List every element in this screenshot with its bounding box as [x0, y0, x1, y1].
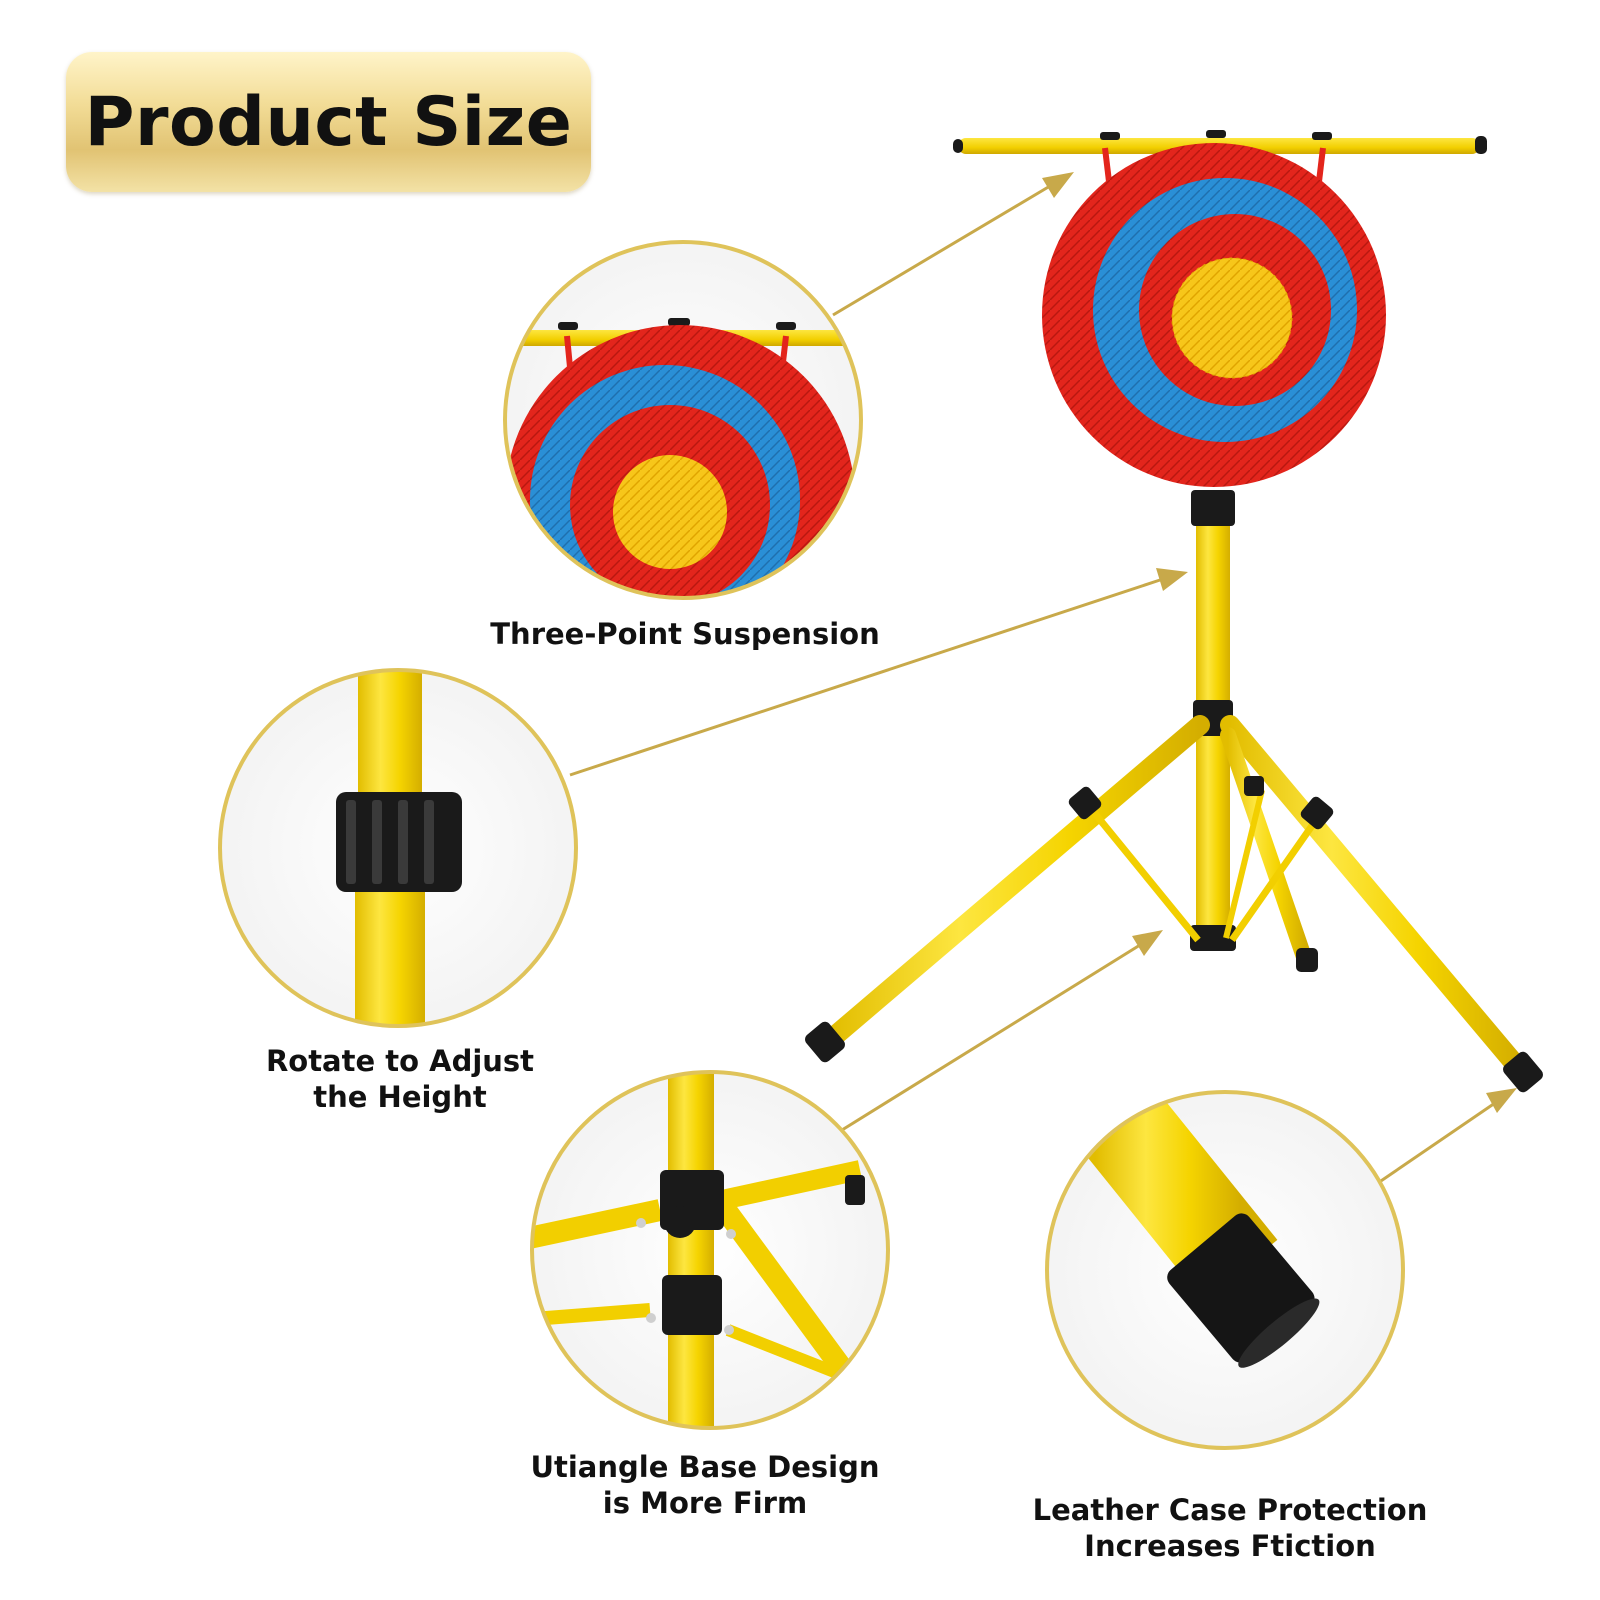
- bar-screw-left: [1100, 132, 1120, 140]
- caption-base: Utiangle Base Design is More Firm: [530, 1449, 880, 1521]
- pole-top-collar: [1191, 490, 1235, 526]
- caption-base-line-2: is More Firm: [602, 1486, 808, 1520]
- rope-target-face: [1042, 143, 1386, 487]
- brace-back: [1223, 789, 1265, 939]
- bar-screw-right: [1312, 132, 1332, 140]
- bar-end-cap-left: [953, 139, 963, 153]
- arrowhead-height: [1156, 568, 1188, 591]
- caption-suspension: Three-Point Suspension: [480, 616, 890, 652]
- detail-ring-leather: [1045, 1090, 1405, 1450]
- product-size-badge: Product Size: [66, 52, 591, 192]
- tripod-leg-back: [1220, 727, 1313, 968]
- target-stand-product: [805, 130, 1543, 1093]
- callout-arrows: [569, 172, 1517, 1187]
- detail-circle-leather: [1045, 1090, 1405, 1450]
- arrow-leather: [1374, 1101, 1496, 1187]
- caption-suspension-line-1: Three-Point Suspension: [490, 617, 880, 651]
- foot-cap-back: [1296, 948, 1318, 972]
- brace-right: [1229, 817, 1319, 943]
- detail-circle-suspension: [503, 240, 863, 600]
- caption-height-line-2: the Height: [313, 1080, 487, 1114]
- tripod-leg-left: [820, 715, 1210, 1050]
- base-lower-clamp: [662, 1275, 722, 1335]
- joint-right: [1300, 796, 1334, 830]
- caption-leather-line-1: Leather Case Protection: [1032, 1493, 1428, 1527]
- tripod-leg-right: [1220, 715, 1530, 1080]
- caption-height-line-1: Rotate to Adjust: [265, 1044, 535, 1078]
- brace-left: [1089, 807, 1201, 943]
- detail-circle-height: [218, 668, 578, 1028]
- arrowhead-leather: [1486, 1088, 1517, 1113]
- arrowhead-suspension: [1042, 172, 1074, 198]
- caption-height: Rotate to Adjust the Height: [250, 1043, 550, 1115]
- caption-leather: Leather Case Protection Increases Fticti…: [1030, 1492, 1430, 1564]
- detail-ring-height: [218, 668, 578, 1028]
- bar-screw-center: [1206, 130, 1226, 138]
- detail-ring-suspension: [503, 240, 863, 600]
- bar-end-cap-right: [1475, 136, 1487, 154]
- arrowhead-base: [1132, 930, 1163, 956]
- arrow-height: [569, 578, 1161, 777]
- leather-foot-cap: [1167, 1213, 1320, 1368]
- arrow-base: [841, 943, 1141, 1132]
- joint-left: [1068, 786, 1102, 820]
- detail-ring-base: [530, 1070, 890, 1430]
- joint-back: [1244, 776, 1264, 796]
- caption-leather-line-2: Increases Ftiction: [1084, 1529, 1376, 1563]
- caption-base-line-1: Utiangle Base Design: [530, 1450, 880, 1484]
- arrow-suspension: [832, 184, 1051, 317]
- base-knob: [664, 1206, 696, 1238]
- page-title: Product Size: [84, 82, 573, 162]
- foot-cap-left: [805, 1021, 845, 1063]
- detail-circle-base: [530, 1070, 890, 1430]
- foot-cap-right: [1503, 1051, 1543, 1093]
